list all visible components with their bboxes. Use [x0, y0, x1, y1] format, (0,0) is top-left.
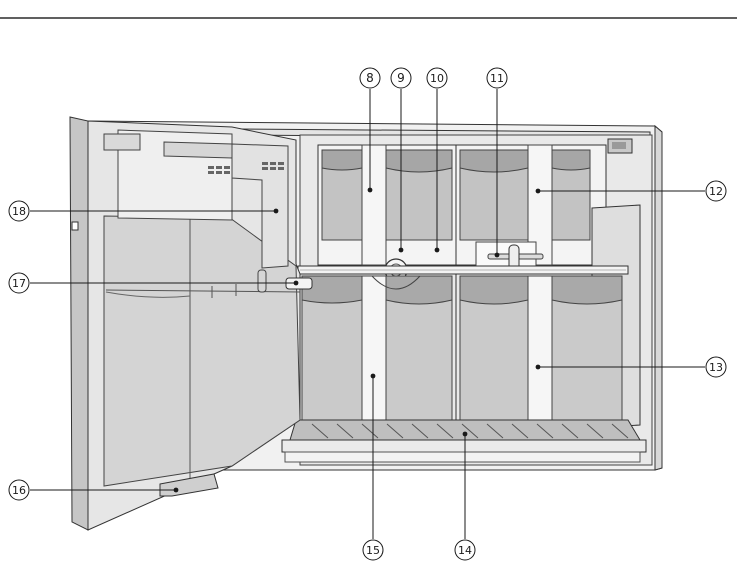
callout-9-label: 9 — [397, 71, 405, 85]
callout-16: 16 — [9, 480, 29, 500]
callout-11-label: 11 — [490, 72, 504, 85]
bottom-grille-tray — [282, 420, 646, 462]
callout-13: 13 — [706, 357, 726, 377]
callout-13-label: 13 — [709, 361, 723, 374]
callout-10: 10 — [427, 68, 447, 88]
callout-12-label: 12 — [709, 185, 723, 198]
callout-8-label: 8 — [366, 71, 374, 85]
callout-14-label: 14 — [458, 544, 472, 557]
callout-9: 9 — [391, 68, 411, 88]
callout-8: 8 — [360, 68, 380, 88]
upper-compartment — [318, 145, 606, 265]
callout-11: 11 — [487, 68, 507, 88]
callout-18-label: 18 — [12, 205, 26, 218]
callout-17-label: 17 — [12, 277, 26, 290]
corner-latch — [608, 139, 632, 153]
callout-18: 18 — [9, 201, 29, 221]
lower-compartment — [298, 266, 628, 422]
callout-16-label: 16 — [12, 484, 26, 497]
callout-14: 14 — [455, 540, 475, 560]
callout-15-label: 15 — [366, 544, 380, 557]
callout-17: 17 — [9, 273, 29, 293]
callout-15: 15 — [363, 540, 383, 560]
callout-10-label: 10 — [430, 72, 444, 85]
callout-12: 12 — [706, 181, 726, 201]
